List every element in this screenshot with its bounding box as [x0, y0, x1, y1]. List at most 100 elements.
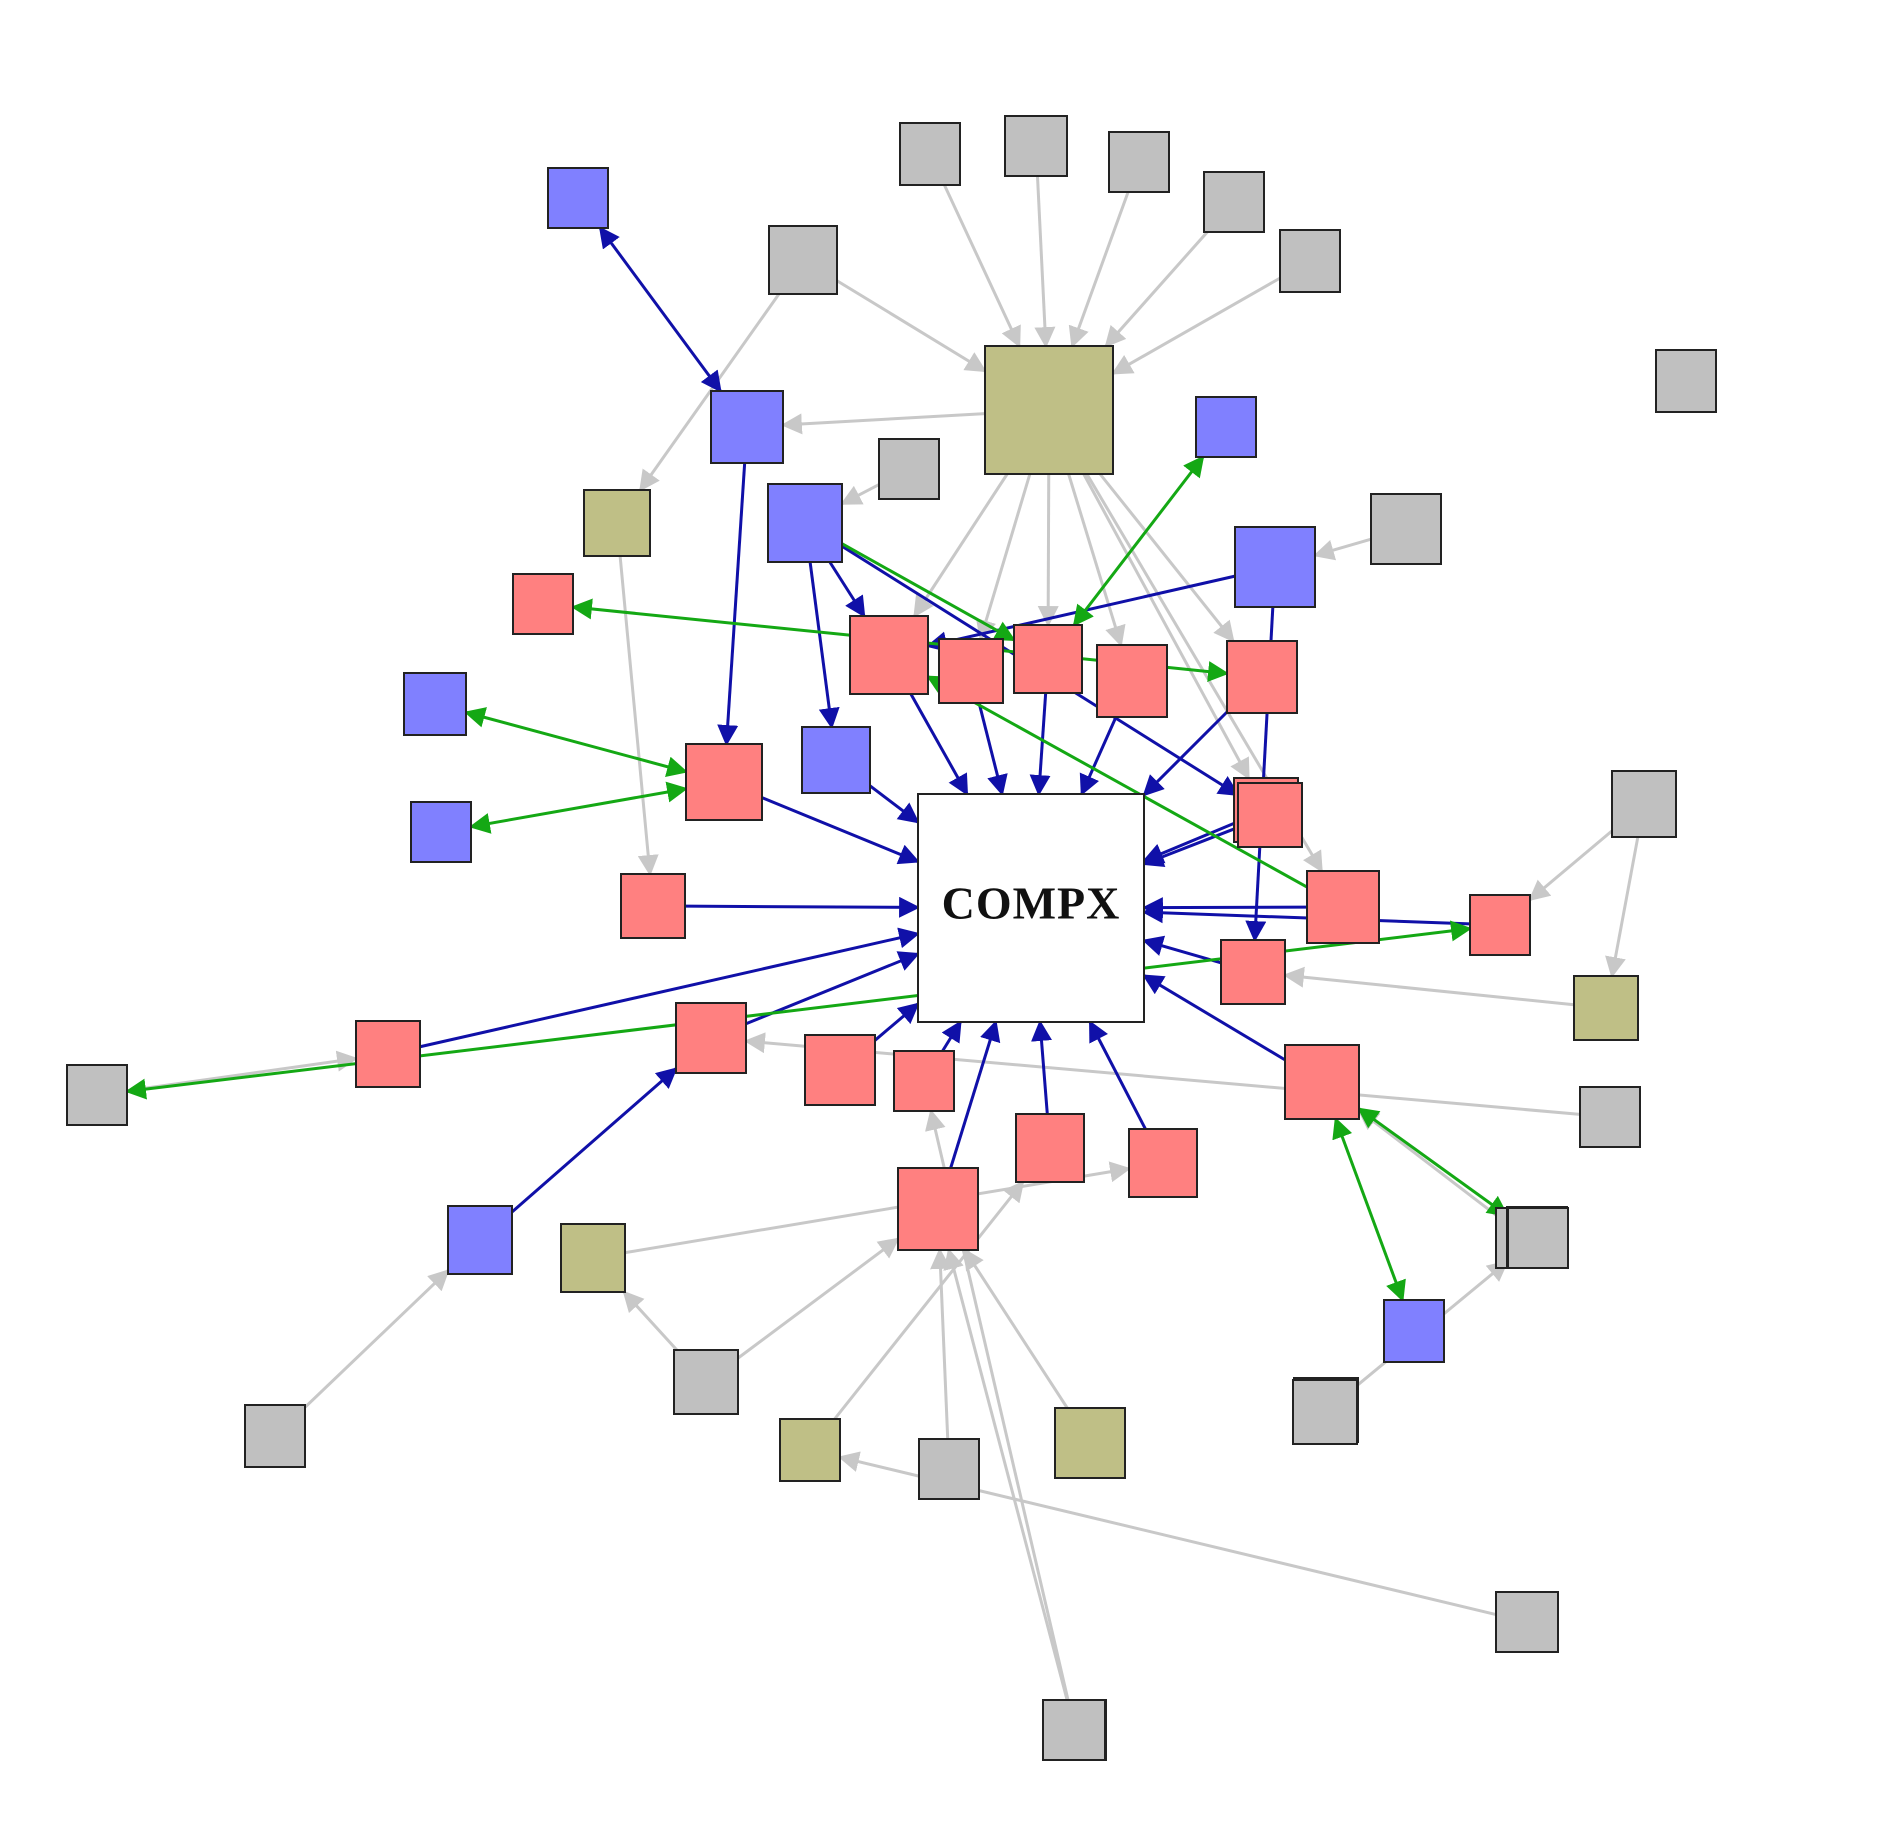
edge-gray	[1357, 1109, 1497, 1217]
edge-gray	[1104, 231, 1209, 348]
edge-gray	[1067, 473, 1126, 648]
center-node-label: COMPX	[942, 878, 1121, 929]
red-node	[1237, 782, 1303, 848]
blue-node	[547, 167, 609, 229]
edge-gray	[943, 1247, 1069, 1701]
olive-node	[583, 489, 651, 557]
red-node	[1226, 640, 1298, 714]
edge-green	[926, 675, 1308, 889]
blue-node	[710, 390, 784, 464]
edge-gray	[975, 473, 1032, 642]
blue-node	[410, 801, 472, 863]
red-node	[685, 743, 763, 821]
gray-node	[244, 1404, 306, 1468]
red-node	[1013, 624, 1083, 694]
red-node	[1096, 644, 1168, 718]
gray-node	[899, 122, 961, 186]
edge-blue	[717, 462, 747, 747]
red-node	[620, 873, 686, 939]
edge-blue	[1141, 897, 1308, 919]
gray-node	[1507, 1207, 1569, 1269]
edge-gray	[780, 412, 986, 435]
edge-gray	[963, 1248, 1069, 1409]
center-node-box	[917, 793, 1145, 1023]
gray-node	[1108, 131, 1170, 193]
blue-node	[1195, 396, 1257, 458]
edge-gray	[1605, 836, 1640, 979]
edge-blue	[1079, 716, 1118, 796]
red-node	[893, 1050, 955, 1112]
red-node	[1284, 1044, 1360, 1120]
edge-blue	[1142, 821, 1235, 864]
red-node	[804, 1034, 876, 1106]
red-node	[938, 638, 1004, 704]
edge-gray	[1034, 175, 1056, 349]
edge-blue	[1029, 692, 1051, 797]
edge-gray	[836, 279, 987, 373]
red-node	[897, 1167, 979, 1251]
edge-blue-both	[598, 226, 722, 393]
edge-blue	[419, 927, 921, 1049]
edge-gray	[622, 1290, 678, 1352]
edge-gray	[1098, 473, 1235, 643]
gray-node	[918, 1438, 980, 1500]
blue-node	[801, 726, 871, 794]
edge-gray	[1037, 473, 1059, 628]
edge-gray	[618, 555, 659, 877]
edges-layer	[124, 175, 1640, 1741]
edge-gray	[303, 1269, 450, 1409]
gray-node	[1655, 349, 1717, 413]
red-node	[675, 1002, 747, 1074]
gray-node	[1611, 770, 1677, 838]
edge-gray	[1111, 276, 1281, 375]
center-node: COMPX	[917, 793, 1145, 1023]
edge-green-both	[1332, 1117, 1406, 1302]
edge-blue	[828, 561, 866, 618]
gray-node	[768, 225, 838, 295]
edge-blue	[941, 1020, 962, 1052]
edge-blue	[761, 796, 920, 865]
edge-gray	[943, 184, 1021, 348]
edge-blue	[874, 1002, 920, 1042]
red-node	[1220, 939, 1286, 1005]
red-node	[1128, 1128, 1198, 1198]
olive-node	[779, 1418, 841, 1482]
edge-blue	[1142, 710, 1229, 797]
edge-gray	[1068, 191, 1130, 348]
olive-node	[1573, 975, 1639, 1041]
edge-green-both	[468, 781, 689, 834]
edge-blue	[949, 1019, 1001, 1169]
edge-gray	[930, 1247, 952, 1440]
gray-node	[1279, 229, 1341, 293]
gray-node	[1292, 1379, 1358, 1445]
gray-node	[878, 438, 940, 500]
red-node	[1015, 1113, 1085, 1183]
edge-blue	[977, 702, 1008, 797]
red-node	[849, 615, 929, 695]
blue-node	[1234, 526, 1316, 608]
red-node	[1306, 870, 1380, 944]
edge-green-both	[1072, 455, 1205, 627]
gray-node	[66, 1064, 128, 1126]
olive-node	[984, 345, 1114, 475]
edge-gray	[833, 1180, 1025, 1420]
olive-node	[1054, 1407, 1126, 1479]
edge-blue	[1142, 826, 1239, 867]
red-node	[1469, 894, 1531, 956]
edge-gray	[1312, 537, 1372, 561]
blue-node	[767, 483, 843, 563]
blue-node	[403, 672, 467, 736]
gray-node	[1495, 1591, 1559, 1653]
edge-gray	[840, 483, 880, 506]
nodes-layer	[66, 115, 1717, 1761]
edge-blue	[511, 1067, 678, 1214]
edge-blue	[684, 896, 921, 918]
olive-node	[560, 1223, 626, 1293]
red-node	[355, 1020, 421, 1088]
gray-node	[673, 1349, 739, 1415]
edge-green-both	[1357, 1107, 1509, 1217]
gray-node	[1579, 1086, 1641, 1148]
gray-node	[1042, 1699, 1106, 1761]
edge-gray	[1282, 966, 1575, 1007]
